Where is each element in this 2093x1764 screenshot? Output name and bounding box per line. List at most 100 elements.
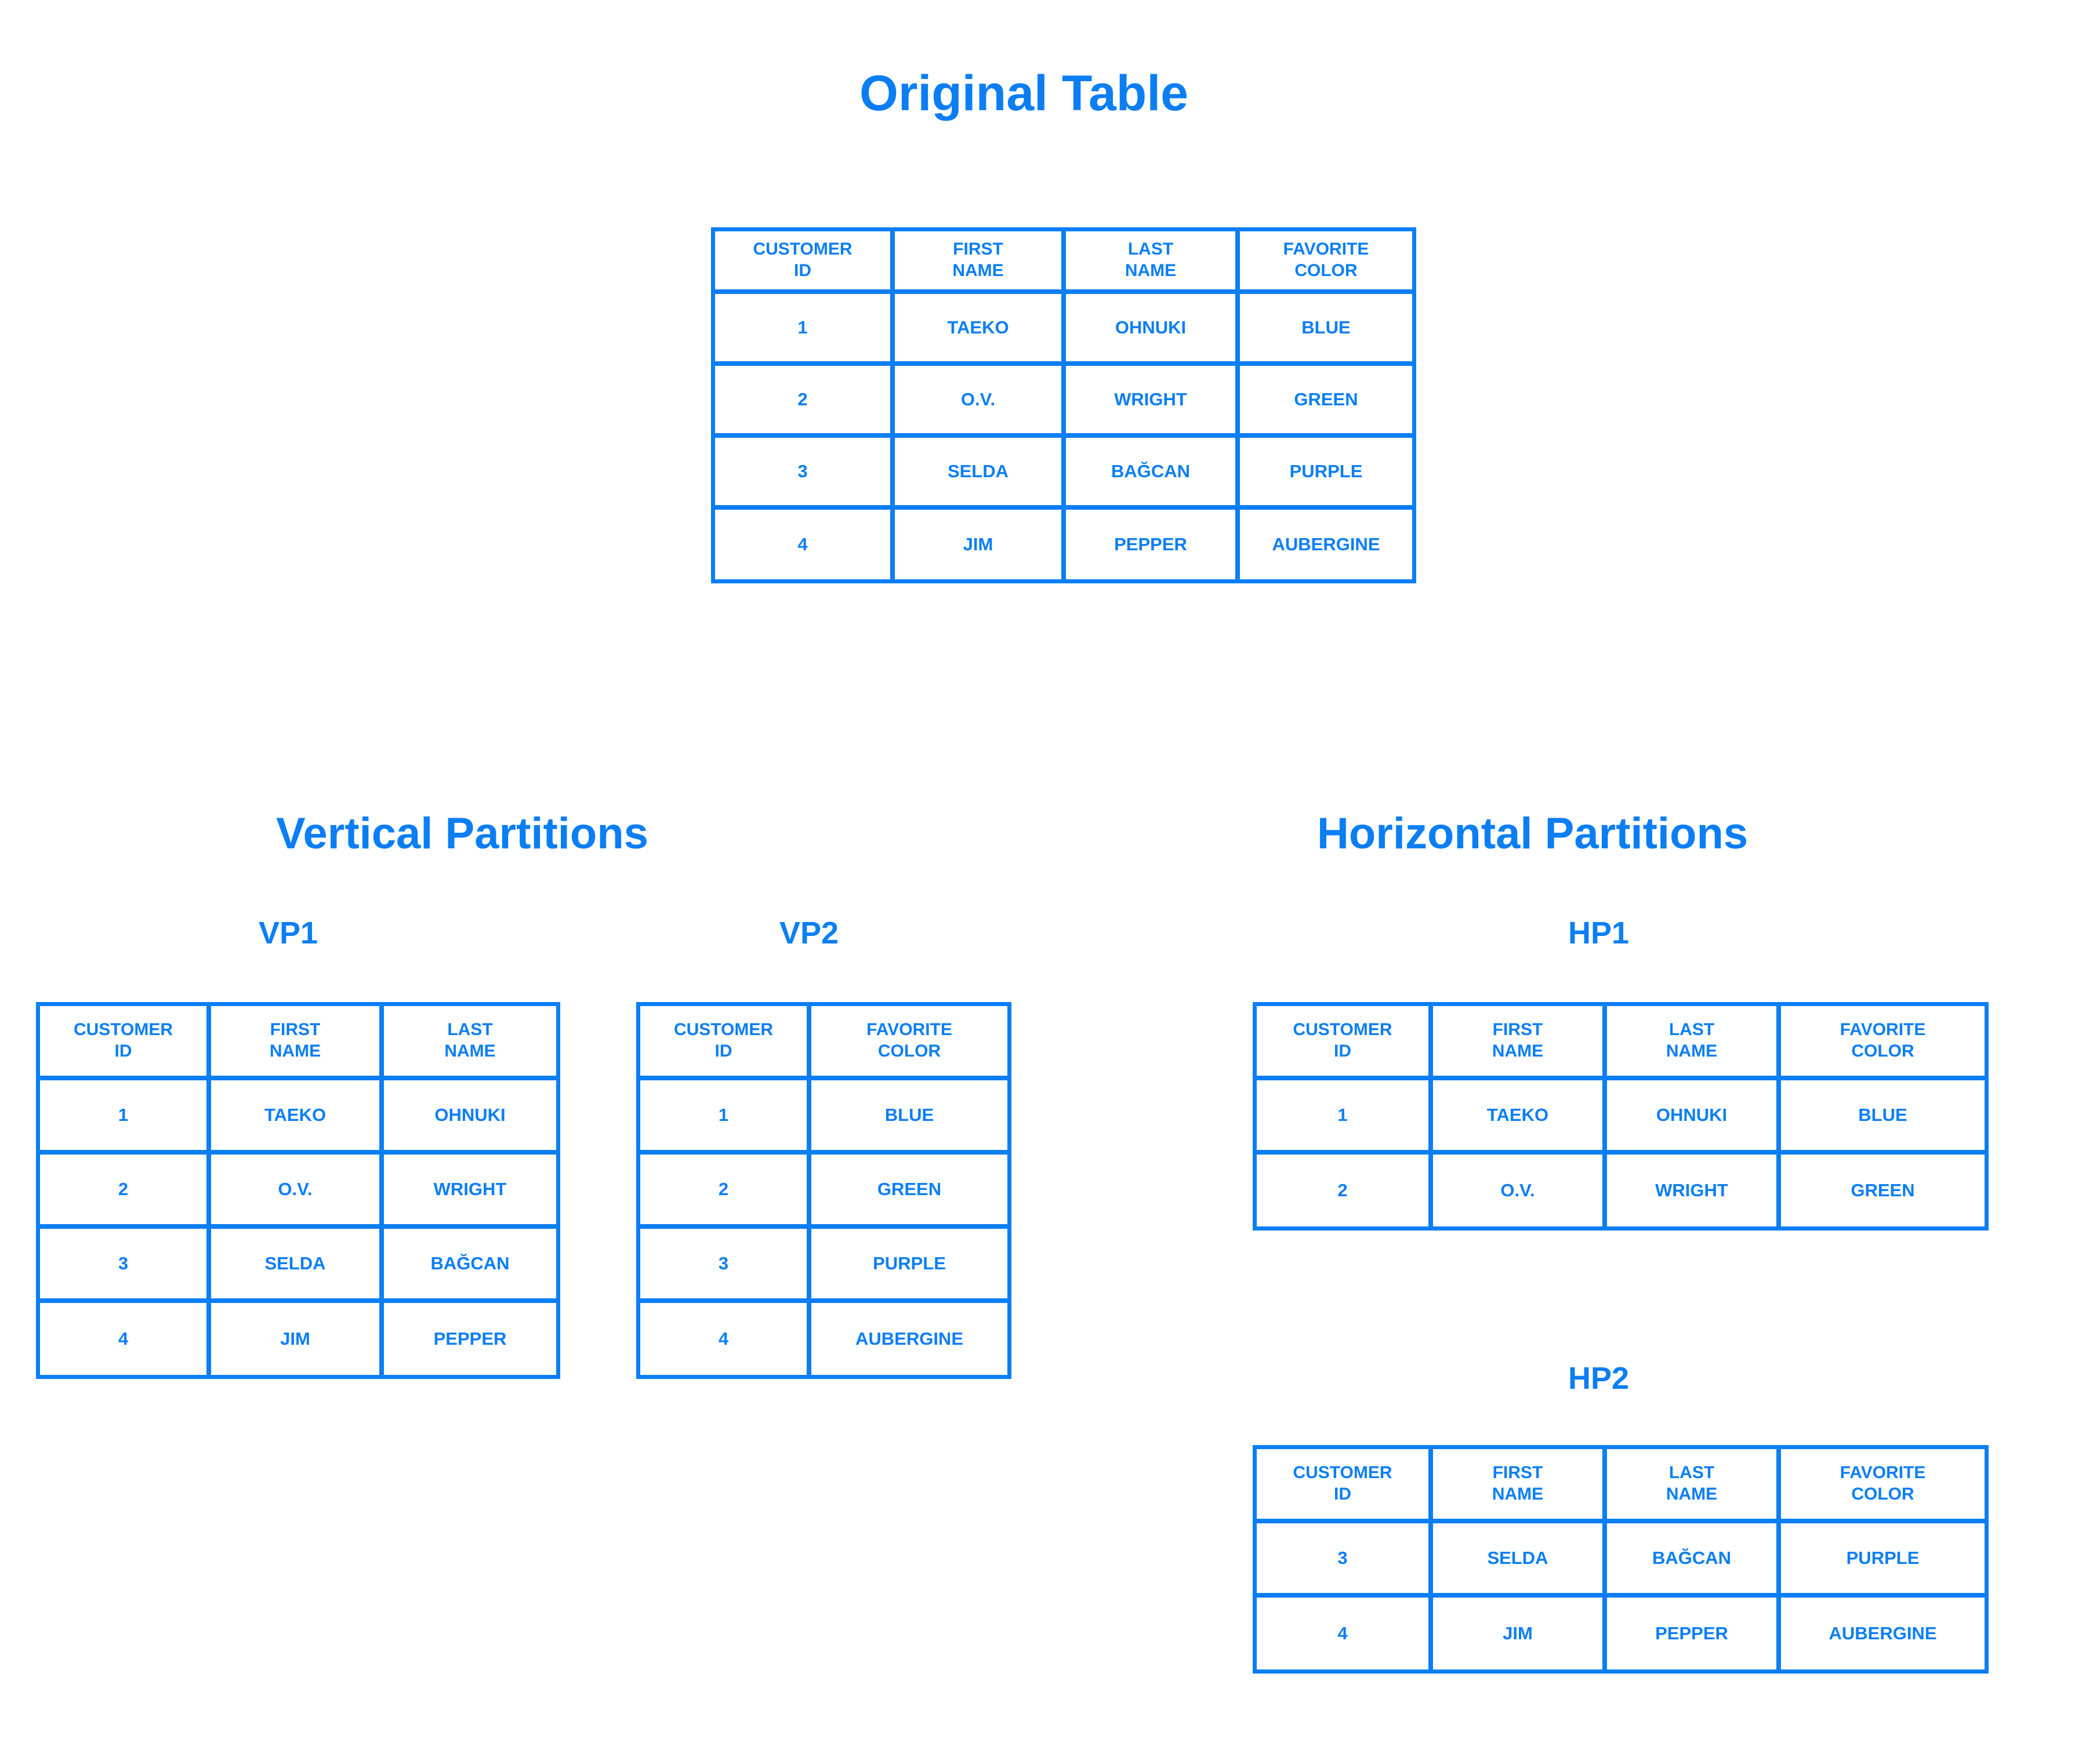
- table-row: 2 GREEN: [640, 1152, 1007, 1226]
- table-row: 4 JIM PEPPER AUBERGINE: [715, 507, 1412, 579]
- cell-last-name: PEPPER: [1064, 507, 1238, 579]
- cell-favorite-color: BLUE: [1238, 292, 1412, 364]
- cell-last-name: WRIGHT: [1064, 364, 1238, 435]
- original-table: CUSTOMER ID FIRST NAME LAST NAME FAVORIT…: [711, 227, 1416, 583]
- table-row: 4 JIM PEPPER AUBERGINE: [1257, 1595, 1985, 1669]
- cell-favorite-color: GREEN: [1238, 364, 1412, 435]
- table-header-row: CUSTOMER ID FIRST NAME LAST NAME FAVORIT…: [1257, 1006, 1985, 1078]
- label-hp2: HP2: [1568, 1361, 1630, 1396]
- cell-customer-id: 3: [715, 435, 893, 507]
- cell-favorite-color: PURPLE: [809, 1226, 1007, 1301]
- cell-favorite-color: AUBERGINE: [809, 1301, 1007, 1375]
- table-row: 1 BLUE: [640, 1078, 1007, 1152]
- column-header-favorite-color: FAVORITE COLOR: [1238, 231, 1412, 292]
- cell-last-name: WRIGHT: [1605, 1152, 1779, 1226]
- cell-last-name: PEPPER: [1605, 1595, 1779, 1669]
- table-row: 4 AUBERGINE: [640, 1301, 1007, 1375]
- cell-favorite-color: AUBERGINE: [1779, 1595, 1985, 1669]
- table-header-row: CUSTOMER ID FAVORITE COLOR: [640, 1006, 1007, 1078]
- column-header-favorite-color: FAVORITE COLOR: [1779, 1449, 1985, 1521]
- column-header-first-name: FIRST NAME: [1431, 1449, 1605, 1521]
- column-header-first-name: FIRST NAME: [1431, 1006, 1605, 1078]
- column-header-first-name: FIRST NAME: [209, 1006, 382, 1078]
- cell-customer-id: 1: [40, 1078, 209, 1152]
- column-header-customer-id: CUSTOMER ID: [1257, 1449, 1431, 1521]
- column-header-customer-id: CUSTOMER ID: [1257, 1006, 1431, 1078]
- cell-customer-id: 1: [1257, 1078, 1431, 1152]
- cell-customer-id: 4: [1257, 1595, 1431, 1669]
- cell-first-name: O.V.: [209, 1152, 382, 1226]
- cell-customer-id: 4: [715, 507, 893, 579]
- table-header-row: CUSTOMER ID FIRST NAME LAST NAME: [40, 1006, 556, 1078]
- cell-first-name: TAEKO: [893, 292, 1064, 364]
- cell-first-name: JIM: [209, 1301, 382, 1375]
- column-header-last-name: LAST NAME: [1605, 1006, 1779, 1078]
- column-header-last-name: LAST NAME: [382, 1006, 556, 1078]
- cell-first-name: JIM: [893, 507, 1064, 579]
- column-header-last-name: LAST NAME: [1064, 231, 1238, 292]
- cell-first-name: O.V.: [893, 364, 1064, 435]
- table-header-row: CUSTOMER ID FIRST NAME LAST NAME FAVORIT…: [715, 231, 1412, 292]
- vp1-table: CUSTOMER ID FIRST NAME LAST NAME 1 TAEKO…: [36, 1002, 560, 1379]
- cell-customer-id: 1: [715, 292, 893, 364]
- cell-customer-id: 2: [1257, 1152, 1431, 1226]
- cell-favorite-color: GREEN: [809, 1152, 1007, 1226]
- cell-customer-id: 2: [715, 364, 893, 435]
- cell-last-name: BAĞCAN: [382, 1226, 556, 1301]
- cell-first-name: SELDA: [893, 435, 1064, 507]
- cell-last-name: OHNUKI: [1064, 292, 1238, 364]
- cell-customer-id: 2: [40, 1152, 209, 1226]
- cell-customer-id: 1: [640, 1078, 809, 1152]
- column-header-customer-id: CUSTOMER ID: [715, 231, 893, 292]
- page-title: Original Table: [859, 66, 1189, 121]
- table-row: 4 JIM PEPPER: [40, 1301, 556, 1375]
- cell-first-name: SELDA: [1431, 1521, 1605, 1595]
- cell-first-name: SELDA: [209, 1226, 382, 1301]
- table-row: 2 O.V. WRIGHT: [40, 1152, 556, 1226]
- cell-favorite-color: BLUE: [809, 1078, 1007, 1152]
- table-row: 1 TAEKO OHNUKI BLUE: [715, 292, 1412, 364]
- cell-favorite-color: GREEN: [1779, 1152, 1985, 1226]
- cell-favorite-color: BLUE: [1779, 1078, 1985, 1152]
- cell-favorite-color: PURPLE: [1779, 1521, 1985, 1595]
- label-vp2: VP2: [779, 916, 839, 950]
- cell-last-name: BAĞCAN: [1064, 435, 1238, 507]
- cell-first-name: O.V.: [1431, 1152, 1605, 1226]
- column-header-first-name: FIRST NAME: [893, 231, 1064, 292]
- column-header-favorite-color: FAVORITE COLOR: [809, 1006, 1007, 1078]
- cell-last-name: PEPPER: [382, 1301, 556, 1375]
- cell-last-name: OHNUKI: [382, 1078, 556, 1152]
- table-row: 2 O.V. WRIGHT GREEN: [715, 364, 1412, 435]
- vp2-table: CUSTOMER ID FAVORITE COLOR 1 BLUE 2 GREE…: [636, 1002, 1011, 1379]
- hp2-table: CUSTOMER ID FIRST NAME LAST NAME FAVORIT…: [1253, 1445, 1989, 1674]
- cell-first-name: JIM: [1431, 1595, 1605, 1669]
- column-header-customer-id: CUSTOMER ID: [40, 1006, 209, 1078]
- cell-customer-id: 3: [1257, 1521, 1431, 1595]
- label-vp1: VP1: [259, 916, 318, 950]
- cell-customer-id: 3: [40, 1226, 209, 1301]
- cell-customer-id: 4: [640, 1301, 809, 1375]
- cell-last-name: BAĞCAN: [1605, 1521, 1779, 1595]
- cell-customer-id: 4: [40, 1301, 209, 1375]
- table-row: 3 SELDA BAĞCAN: [40, 1226, 556, 1301]
- column-header-customer-id: CUSTOMER ID: [640, 1006, 809, 1078]
- column-header-favorite-color: FAVORITE COLOR: [1779, 1006, 1985, 1078]
- table-row: 3 PURPLE: [640, 1226, 1007, 1301]
- cell-last-name: OHNUKI: [1605, 1078, 1779, 1152]
- cell-favorite-color: PURPLE: [1238, 435, 1412, 507]
- cell-favorite-color: AUBERGINE: [1238, 507, 1412, 579]
- table-row: 1 TAEKO OHNUKI BLUE: [1257, 1078, 1985, 1152]
- table-row: 3 SELDA BAĞCAN PURPLE: [1257, 1521, 1985, 1595]
- column-header-last-name: LAST NAME: [1605, 1449, 1779, 1521]
- cell-customer-id: 2: [640, 1152, 809, 1226]
- table-row: 1 TAEKO OHNUKI: [40, 1078, 556, 1152]
- hp1-table: CUSTOMER ID FIRST NAME LAST NAME FAVORIT…: [1253, 1002, 1989, 1231]
- cell-first-name: TAEKO: [1431, 1078, 1605, 1152]
- section-title-vertical-partitions: Vertical Partitions: [276, 809, 649, 858]
- section-title-horizontal-partitions: Horizontal Partitions: [1317, 809, 1749, 858]
- cell-customer-id: 3: [640, 1226, 809, 1301]
- table-header-row: CUSTOMER ID FIRST NAME LAST NAME FAVORIT…: [1257, 1449, 1985, 1521]
- cell-last-name: WRIGHT: [382, 1152, 556, 1226]
- table-row: 3 SELDA BAĞCAN PURPLE: [715, 435, 1412, 507]
- label-hp1: HP1: [1568, 916, 1630, 950]
